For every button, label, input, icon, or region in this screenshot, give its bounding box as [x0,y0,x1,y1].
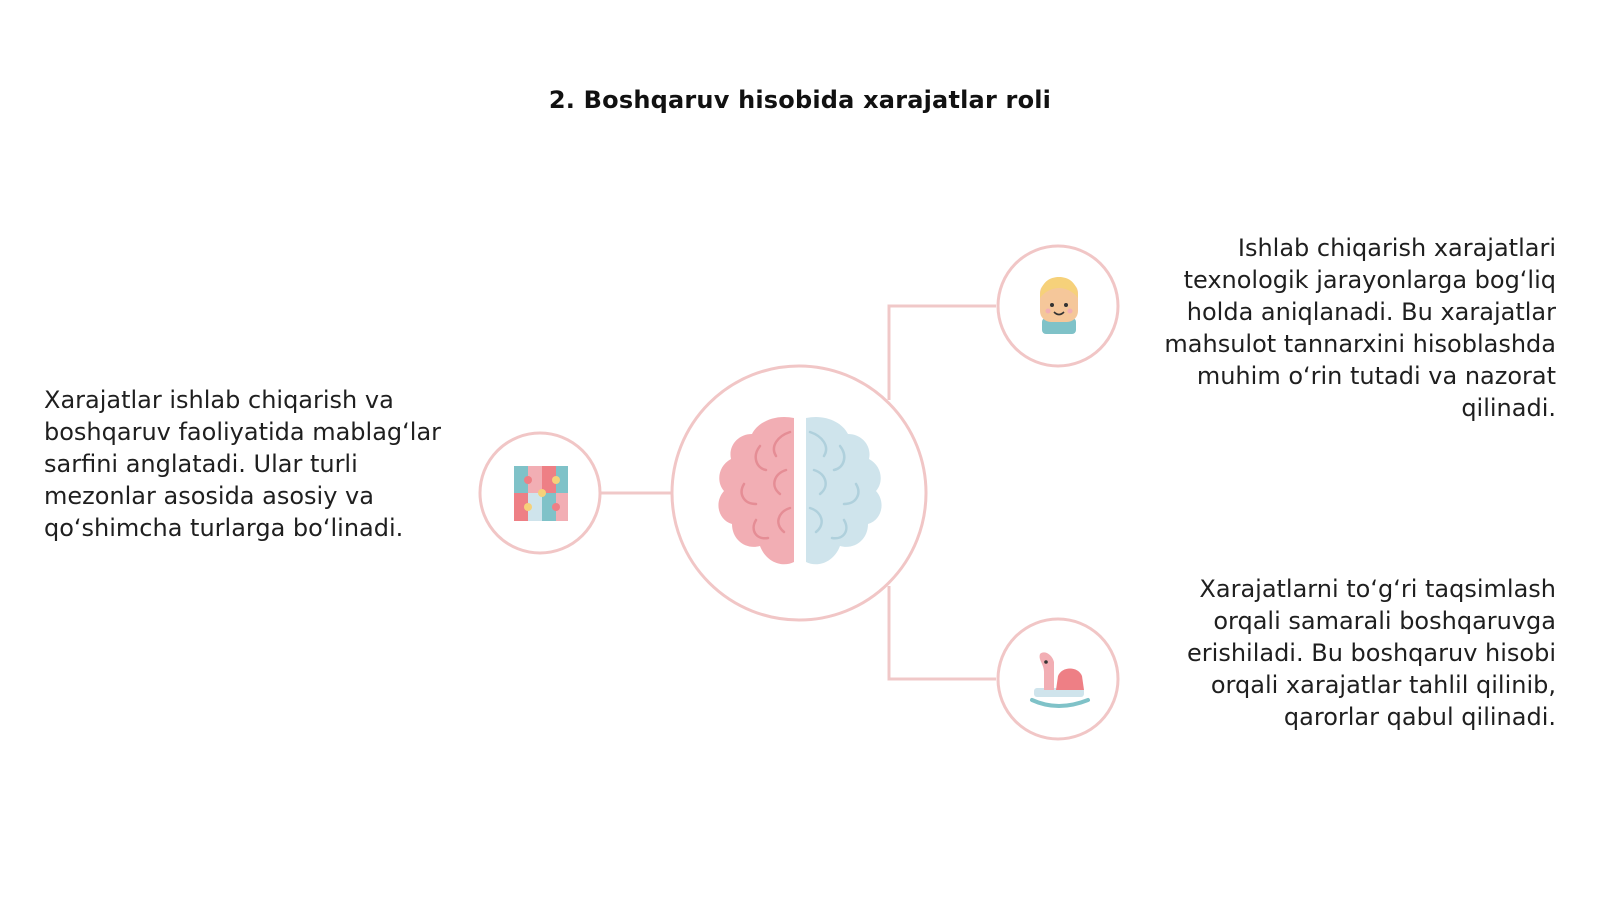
top-right-node [996,244,1120,368]
left-node [478,431,602,555]
slide-title: 2. Boshqaruv hisobida xarajatlar roli [548,86,1052,114]
top-right-description: Ishlab chiqarish xarajatlari texnologik … [1164,234,1556,422]
child-face-icon [1040,277,1078,334]
center-ring [670,364,928,622]
rocking-horse-icon [1030,652,1090,708]
left-description: Xarajatlar ishlab chiqarish va boshqaruv… [44,386,442,542]
brain-icon [718,416,882,565]
connector-top-right [887,304,996,400]
connector-lines [600,304,996,681]
bottom-right-node [996,617,1120,741]
connector-bottom-right [887,586,996,681]
center-node [670,364,928,622]
bottom-right-description: Xarajatlarni to‘g‘ri taqsimlash orqali s… [1187,575,1556,731]
puzzle-icon [514,466,568,521]
